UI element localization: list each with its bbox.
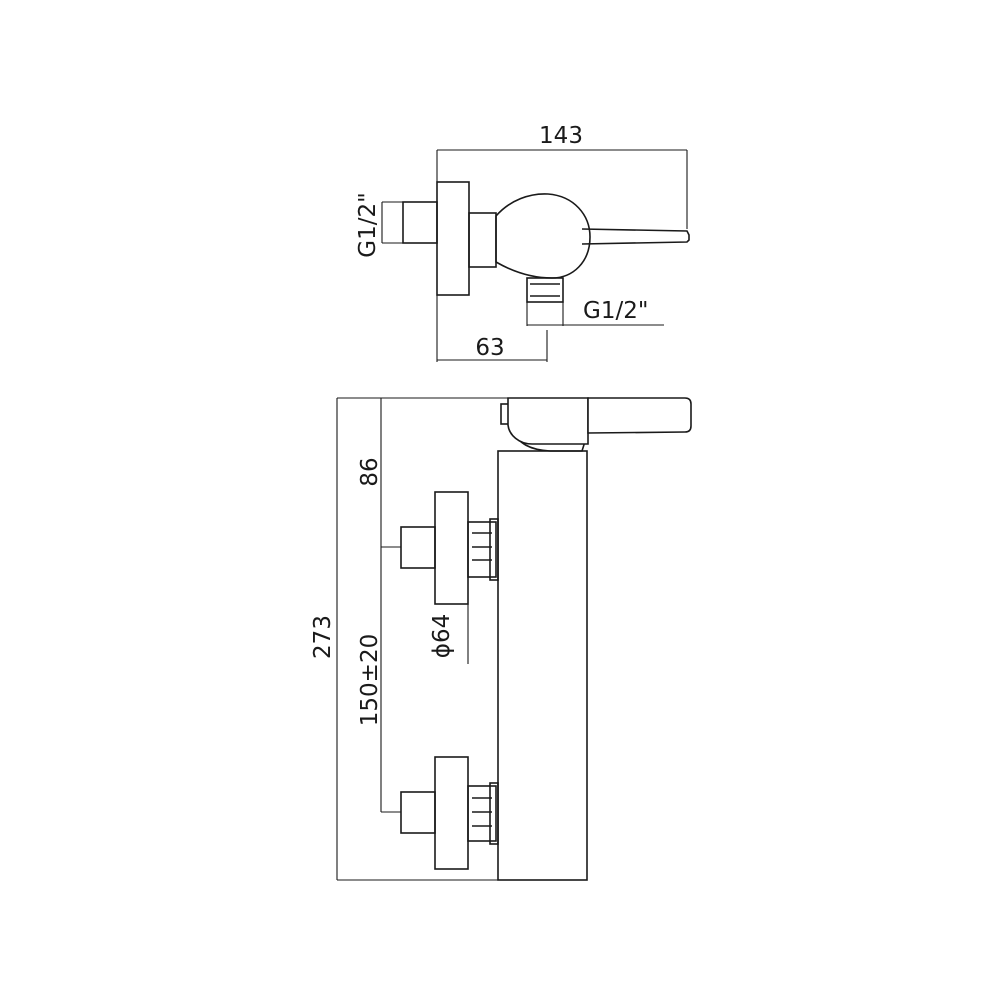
front-upper-collar bbox=[489, 518, 499, 581]
front-lever bbox=[587, 397, 692, 434]
top-lever-handle bbox=[581, 228, 690, 245]
top-wall-connector bbox=[402, 201, 438, 244]
top-view: 143 63 G1/2" G1/2" bbox=[355, 123, 690, 362]
thread-label-wall: G1/2" bbox=[355, 192, 381, 257]
dim-label-diameter: ϕ64 bbox=[429, 614, 455, 658]
front-upper-flange bbox=[434, 491, 469, 605]
front-view: 273 86 150±20 ϕ64 bbox=[310, 397, 692, 881]
front-upper-connector bbox=[400, 526, 436, 569]
thread-label-outlet: G1/2" bbox=[583, 298, 648, 324]
front-lower-collar bbox=[489, 782, 499, 845]
dim-label-143: 143 bbox=[539, 123, 583, 149]
dim-label-273: 273 bbox=[310, 615, 336, 659]
dim-label-63: 63 bbox=[475, 335, 504, 361]
top-nut bbox=[468, 212, 497, 268]
dim-label-150: 150±20 bbox=[357, 634, 383, 726]
front-upper-nut bbox=[467, 521, 497, 578]
dim-label-86: 86 bbox=[357, 457, 383, 486]
top-flange bbox=[436, 181, 470, 296]
front-lower-flange bbox=[434, 756, 469, 870]
front-lower-connector bbox=[400, 791, 436, 834]
top-outlet-connector bbox=[526, 277, 564, 303]
top-mixer-body bbox=[495, 193, 591, 279]
front-main-body bbox=[497, 450, 588, 881]
front-lower-nut bbox=[467, 785, 497, 842]
front-handle-body bbox=[507, 397, 589, 445]
